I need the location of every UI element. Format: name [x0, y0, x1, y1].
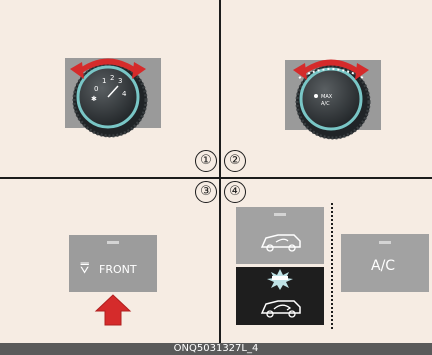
recirculation-button[interactable] — [236, 267, 324, 325]
quadrant-4: A/C — [221, 179, 432, 343]
fresh-air-button[interactable] — [236, 207, 324, 264]
fresh-air-car-icon — [236, 207, 324, 264]
panel-separator — [331, 203, 333, 329]
reference-code: ONQ5031327L_4 — [0, 343, 432, 355]
step-marker-1: ① — [195, 150, 217, 172]
step-marker-2: ② — [224, 150, 246, 172]
quadrant-2: MAX A/C — [221, 0, 432, 177]
fan-scale-3: 3 — [118, 77, 122, 85]
quadrant-1: 0 1 2 3 4 ✱ — [0, 0, 219, 177]
fan-scale-0: 0 — [94, 85, 98, 93]
mode-label-ac: A/C — [321, 101, 330, 107]
fan-scale-4: 4 — [122, 90, 127, 98]
knob-pointer — [314, 94, 318, 98]
ac-label: A/C — [371, 258, 395, 274]
press-arrow-illustration — [0, 179, 219, 343]
recirculation-car-icon — [236, 267, 324, 325]
fan-icon: ✱ — [91, 95, 97, 103]
vertical-divider — [219, 0, 221, 343]
red-arrow-up-icon — [96, 295, 130, 325]
fan-scale-2: 2 — [110, 74, 114, 82]
step-marker-4: ④ — [224, 181, 246, 203]
fan-scale-1: 1 — [102, 77, 106, 85]
fan-speed-knob-illustration: 0 1 2 3 4 ✱ — [0, 0, 219, 177]
mode-label-max: MAX — [321, 94, 333, 100]
indicator-led — [379, 241, 391, 244]
step-marker-3: ③ — [195, 181, 217, 203]
mode-knob-illustration: MAX A/C — [221, 0, 432, 177]
horizontal-divider — [0, 177, 432, 179]
quadrant-3: ⩢ FRONT — [0, 179, 219, 343]
ac-button[interactable]: A/C — [341, 234, 429, 292]
